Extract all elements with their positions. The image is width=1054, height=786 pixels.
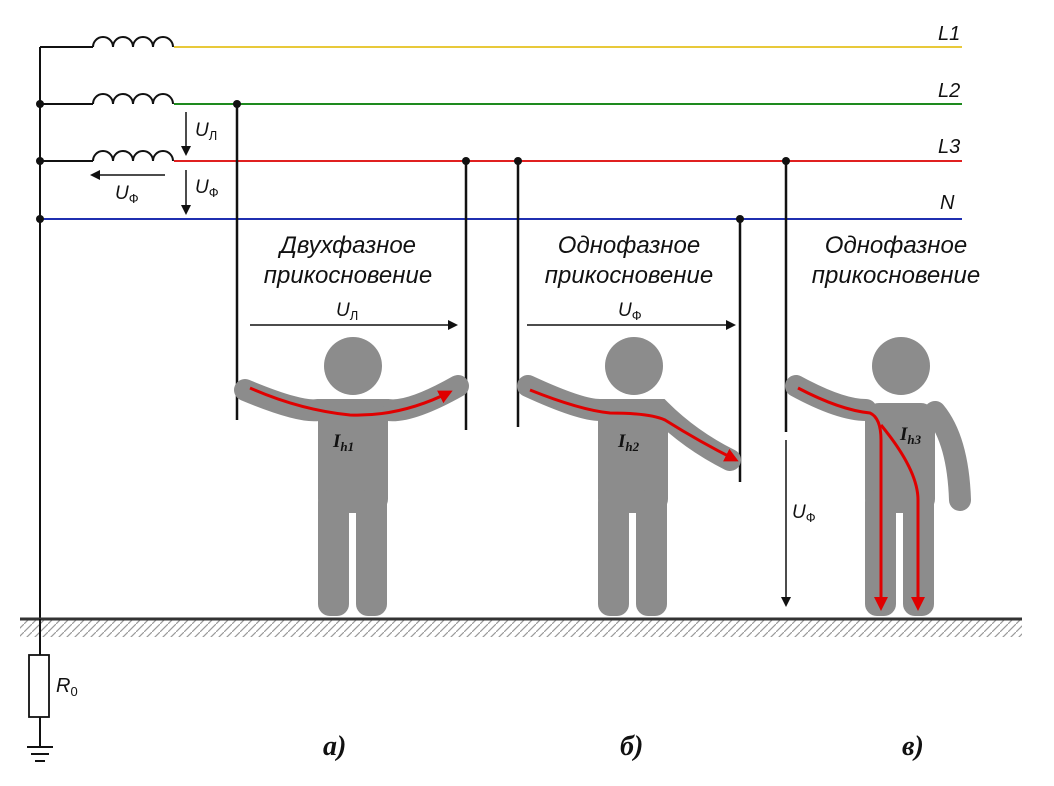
line-n-label: N (940, 192, 955, 214)
case-a: Двухфазное прикосновение UЛ Ih1 а) (234, 104, 469, 762)
source-star (39, 36, 174, 655)
line-l3-label: L3 (938, 136, 960, 158)
case-c-voltage-label: UФ (792, 502, 816, 525)
power-lines: L1 L2 L3 N (40, 23, 962, 220)
u-line-label: UЛ (195, 120, 217, 143)
case-a-caption-line1: Двухфазное (277, 232, 416, 259)
case-c-letter: в) (902, 731, 924, 762)
person-b (517, 337, 741, 616)
case-a-letter: а) (323, 731, 346, 762)
case-b: Однофазное прикосновение UФ Ih2 б) (516, 161, 742, 762)
person-a (234, 337, 469, 616)
case-c: Однофазное прикосновение UФ Ih3 в) (781, 161, 980, 762)
current-path-c-right (879, 424, 925, 611)
winding-l2 (92, 93, 174, 105)
winding-l1 (92, 36, 174, 48)
u-phase-label: UФ (195, 177, 219, 200)
case-b-current-label: Ih2 (617, 431, 640, 454)
case-a-caption-line2: прикосновение (264, 262, 432, 289)
line-l2-label: L2 (938, 80, 960, 102)
current-path-a (249, 386, 453, 417)
case-b-letter: б) (620, 731, 643, 762)
case-c-caption-line1: Однофазное (825, 232, 967, 259)
source-voltages: UЛ UФ UФ (90, 112, 219, 215)
current-path-c-left (797, 386, 888, 611)
person-c (785, 337, 971, 616)
case-b-voltage-label: UФ (618, 300, 642, 323)
case-a-voltage-label: UЛ (336, 300, 358, 323)
line-l1-label: L1 (938, 23, 960, 45)
case-a-current-label: Ih1 (332, 431, 354, 454)
ground-surface (20, 617, 1022, 637)
case-c-current-label: Ih3 (899, 424, 922, 447)
grounding-resistor: R0 (27, 619, 78, 762)
resistor-label: R0 (56, 675, 78, 699)
current-path-b (529, 388, 739, 462)
case-b-caption-line1: Однофазное (558, 232, 700, 259)
case-c-caption-line2: прикосновение (812, 262, 980, 289)
case-b-caption-line2: прикосновение (545, 262, 713, 289)
winding-l3 (92, 150, 174, 162)
u-phase-horizontal-label: UФ (115, 183, 139, 206)
